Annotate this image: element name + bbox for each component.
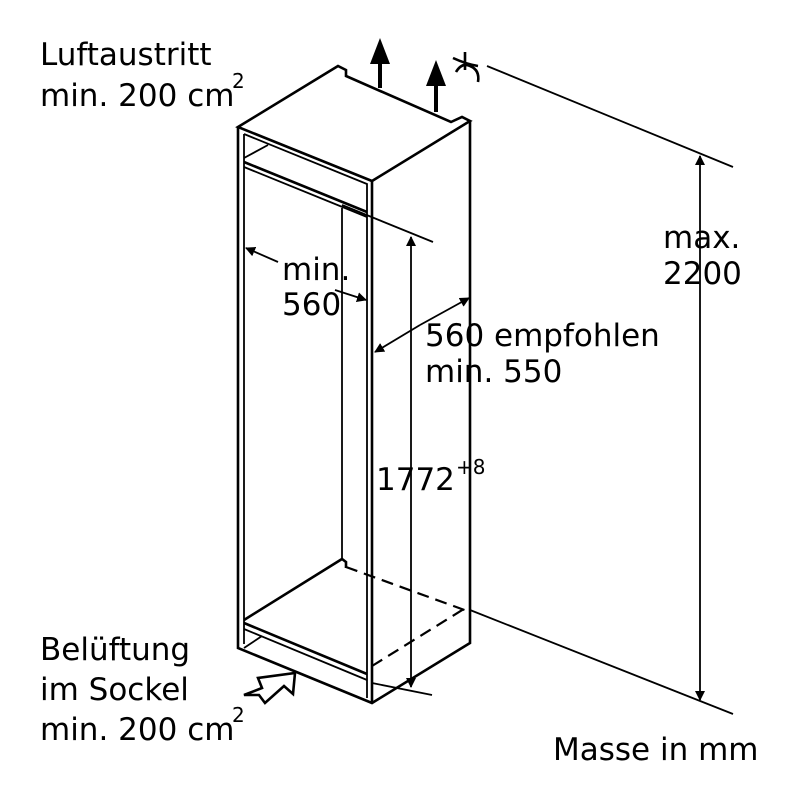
ventilation-superscript: 2	[232, 703, 245, 727]
ventilation-line-1: Belüftung	[40, 632, 190, 668]
air-outlet-label: Luftaustritt min. 200 cm 2	[40, 37, 245, 114]
ventilation-line-2: im Sockel	[40, 672, 189, 708]
dimension-lines	[245, 65, 734, 715]
niche-height-tolerance: +8	[456, 455, 485, 479]
ceiling-symbol-icon	[452, 52, 480, 83]
inner-width-label-2: 560	[282, 287, 341, 323]
depth-label-2: min. 550	[425, 354, 562, 390]
max-height-label-1: max.	[663, 220, 740, 256]
inner-width-label-1: min.	[282, 252, 350, 288]
depth-label-1: 560 empfohlen	[425, 318, 660, 354]
ventilation-line-3: min. 200 cm	[40, 712, 234, 748]
ventilation-label: Belüftung im Sockel min. 200 cm 2	[40, 632, 245, 748]
air-outlet-arrows	[370, 38, 446, 112]
air-outlet-superscript: 2	[232, 69, 245, 93]
ventilation-arrow-icon	[243, 671, 297, 705]
cabinet-niche	[235, 64, 473, 705]
air-outlet-line-1: Luftaustritt	[40, 37, 212, 73]
air-outlet-line-2: min. 200 cm	[40, 78, 234, 114]
niche-height-label: 1772	[376, 462, 455, 498]
units-note: Masse in mm	[553, 732, 758, 768]
max-height-label-2: 2200	[663, 256, 742, 292]
